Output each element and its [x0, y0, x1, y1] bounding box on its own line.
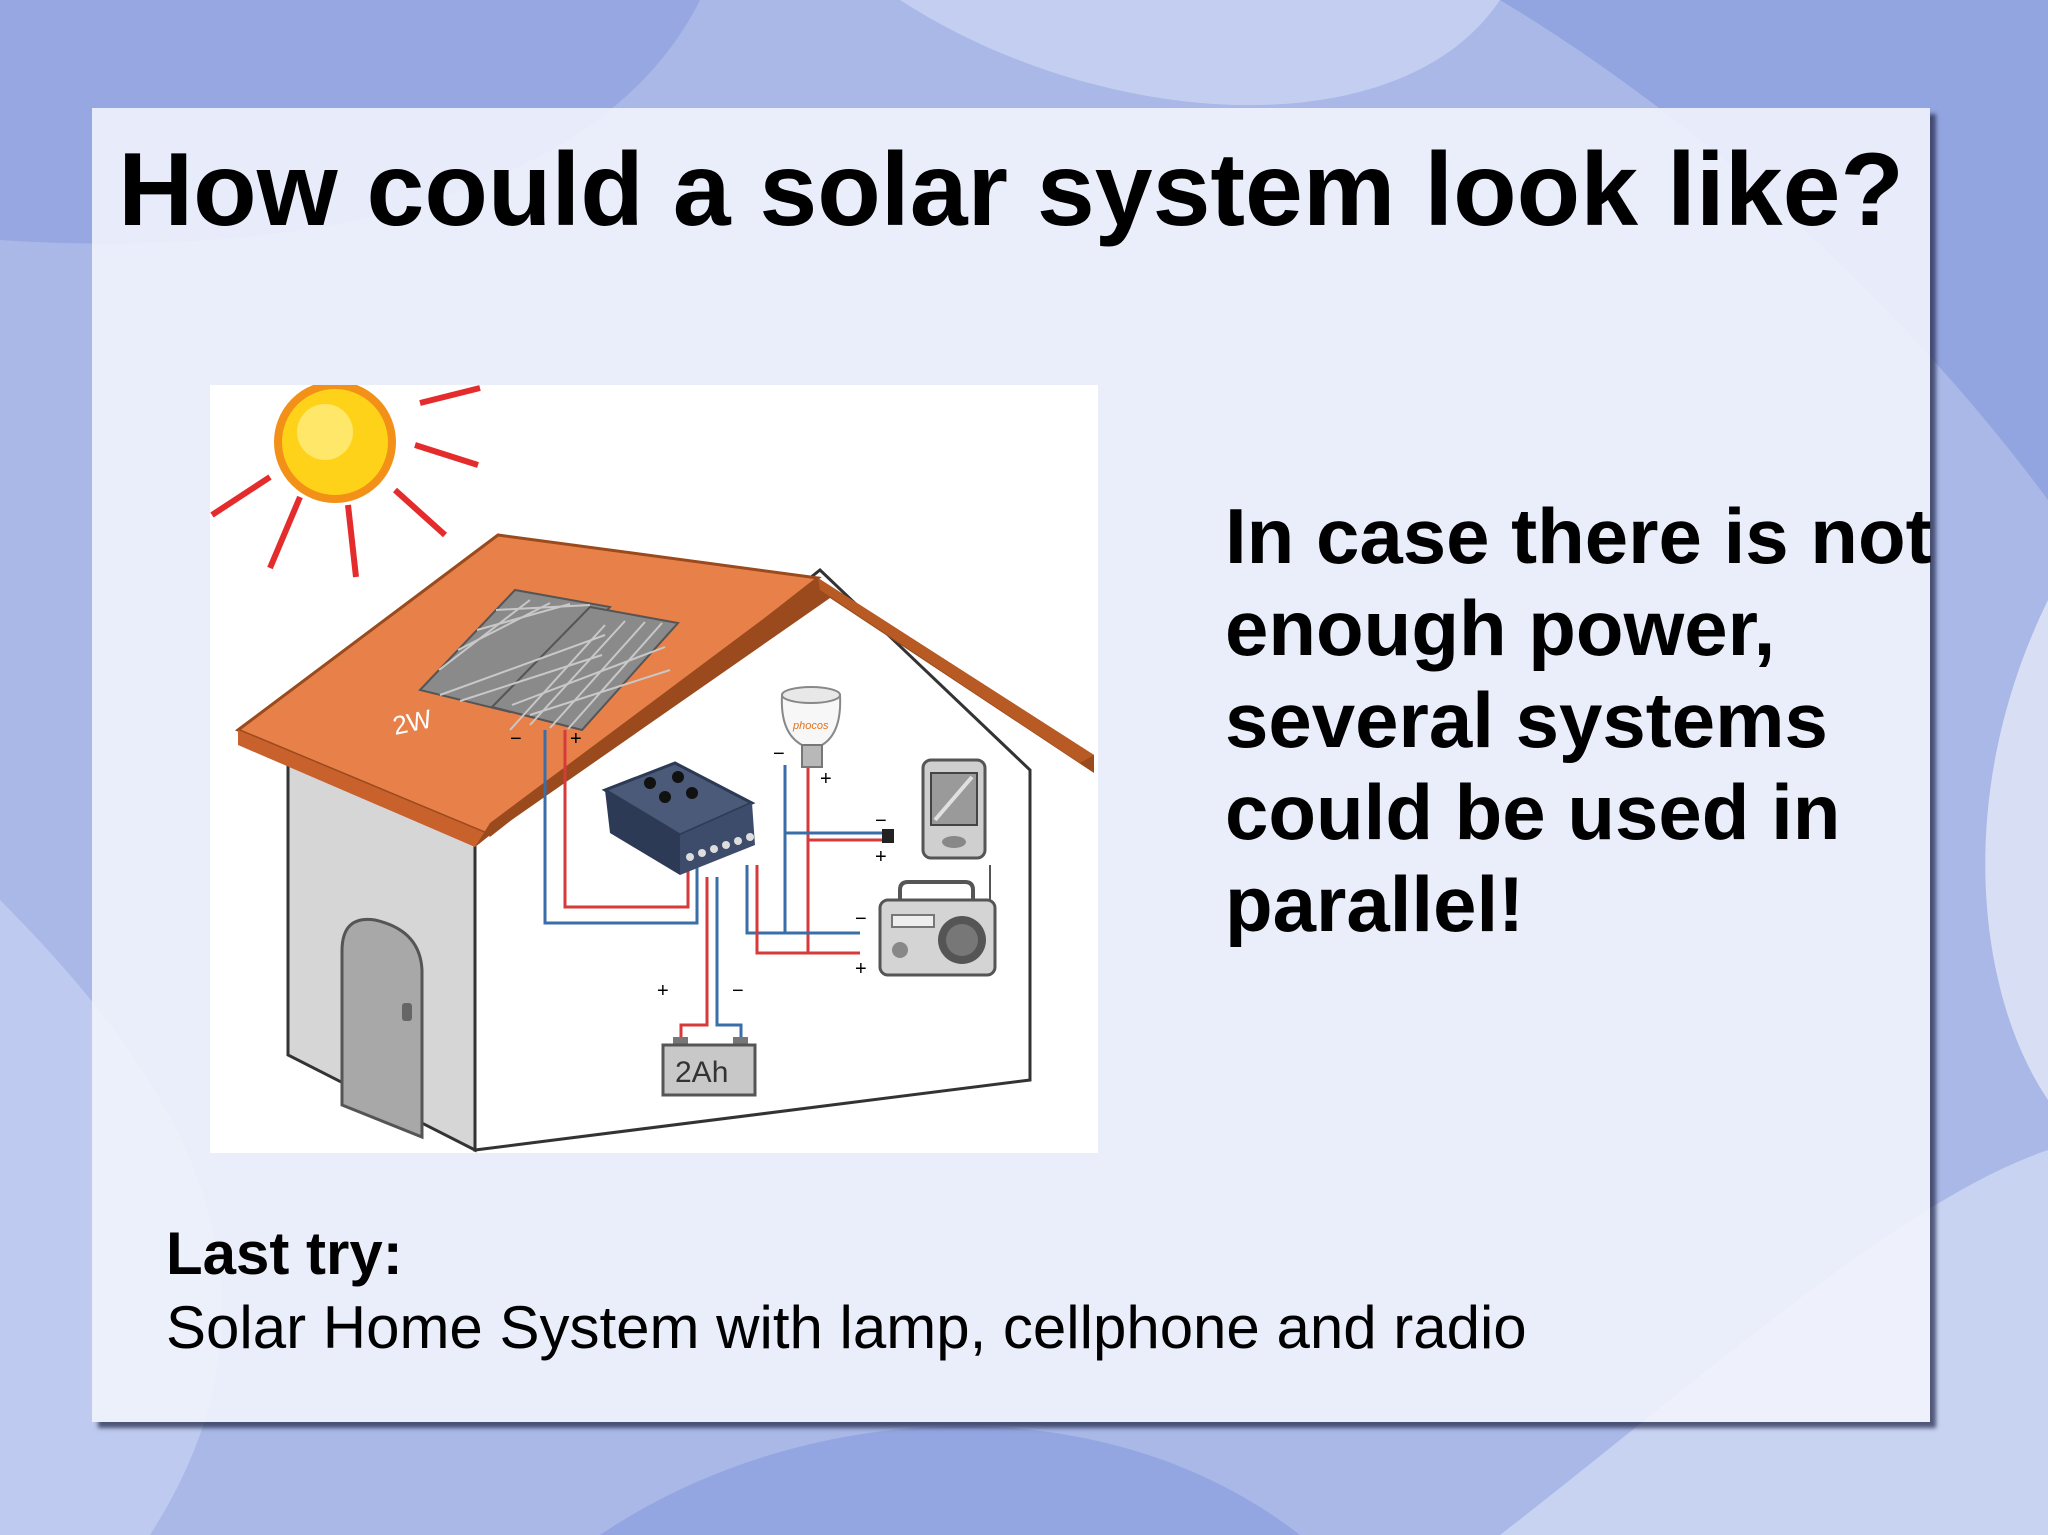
battery-icon: 2Ah [661, 1037, 757, 1097]
solar-home-illustration: 2W − + [210, 385, 1098, 1153]
lamp-icon: phocos [780, 686, 842, 768]
battery-plus-sign: + [657, 980, 669, 1002]
sun-icon [210, 385, 481, 578]
solar-panel-icon [418, 588, 680, 732]
caption-text: Solar Home System with lamp, cellphone a… [166, 1294, 1527, 1361]
lamp-plus-sign: + [820, 768, 832, 790]
panel-minus-sign: − [510, 728, 522, 750]
door-icon [340, 917, 424, 1140]
house-walls [286, 568, 1032, 1153]
caption-heading: Last try: [166, 1220, 403, 1287]
panel-plus-sign: + [570, 728, 582, 750]
phone-plus-sign: + [875, 846, 887, 868]
lamp-minus-sign: − [773, 743, 785, 765]
radio-minus-sign: − [855, 908, 867, 930]
battery-minus-sign: − [732, 980, 744, 1002]
parallel-systems-note: In case there is not enough power, sever… [1225, 492, 1932, 948]
charge-controller-icon [601, 761, 756, 875]
cellphone-icon [882, 758, 987, 860]
battery-label: 2Ah [675, 1056, 728, 1089]
radio-icon [878, 865, 997, 977]
phone-minus-sign: − [875, 810, 887, 832]
wiring [543, 730, 885, 1040]
slide-title: How could a solar system look like? [118, 132, 1904, 248]
radio-plus-sign: + [855, 958, 867, 980]
lamp-brand-label: phocos [792, 720, 829, 732]
